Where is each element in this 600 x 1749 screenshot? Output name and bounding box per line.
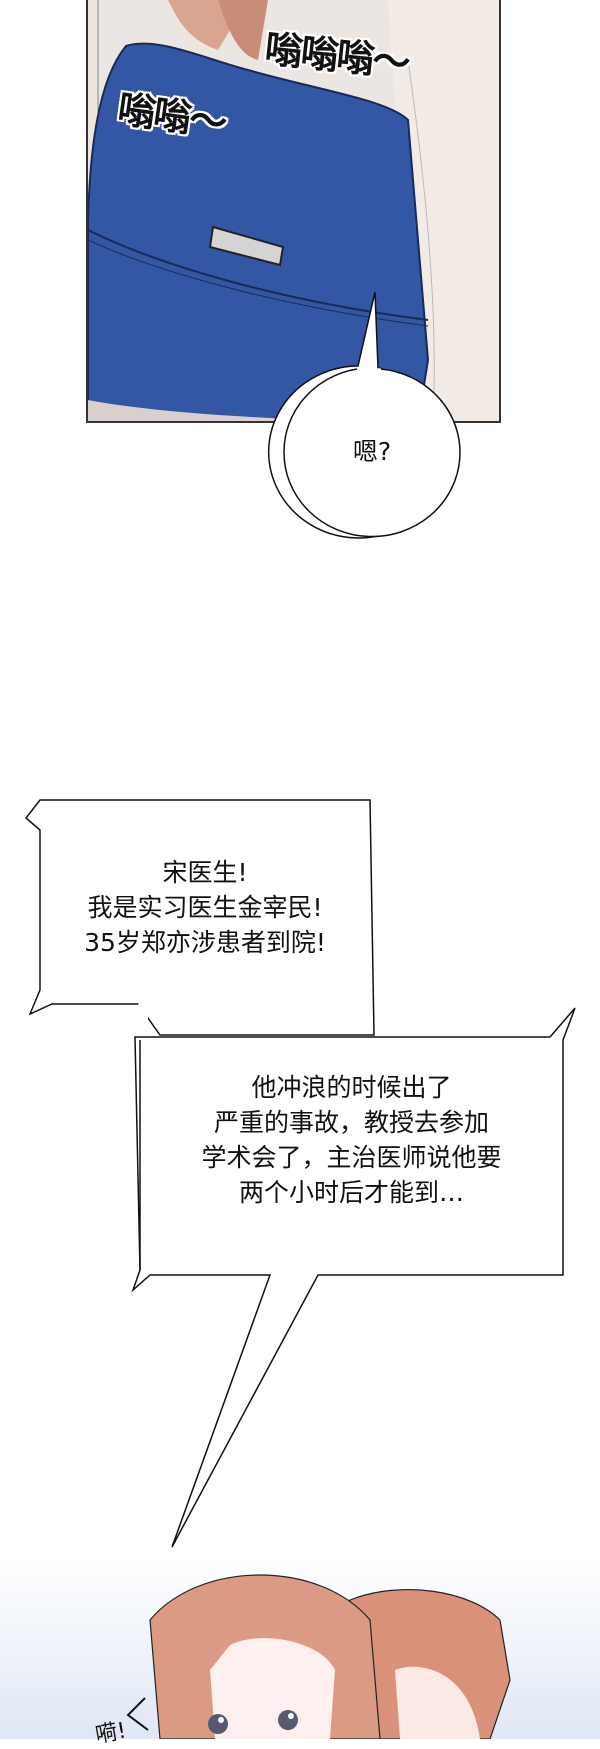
speech-bubble-text: 嗯?: [352, 437, 392, 466]
caption-2-line: 学术会了，主治医师说他要: [201, 1143, 502, 1172]
speech-bubble-shape: [267, 291, 461, 539]
caption-1-line: 35岁郑亦涉患者到院!: [84, 928, 326, 957]
comic-panel-bag: [86, 0, 501, 423]
caption-2-line: 他冲浪的时候出了: [251, 1073, 452, 1102]
caption-2-text: 他冲浪的时候出了 严重的事故，教授去参加 学术会了，主治医师说他要 两个小时后才…: [140, 1070, 563, 1210]
caption-1-text: 宋医生! 我是实习医生金宰民! 35岁郑亦涉患者到院!: [40, 855, 370, 960]
caption-2-line: 严重的事故，教授去参加: [213, 1108, 489, 1137]
comic-panel-characters: [0, 1560, 600, 1740]
caption-1-line: 宋医生!: [162, 858, 248, 887]
caption-1-line: 我是实习医生金宰民!: [87, 893, 323, 922]
caption-2-line: 两个小时后才能到…: [238, 1178, 464, 1207]
sfx-gasp: 嗬!: [93, 1718, 129, 1749]
characters-illustration: [126, 1574, 511, 1740]
bag-illustration: [88, 0, 499, 421]
